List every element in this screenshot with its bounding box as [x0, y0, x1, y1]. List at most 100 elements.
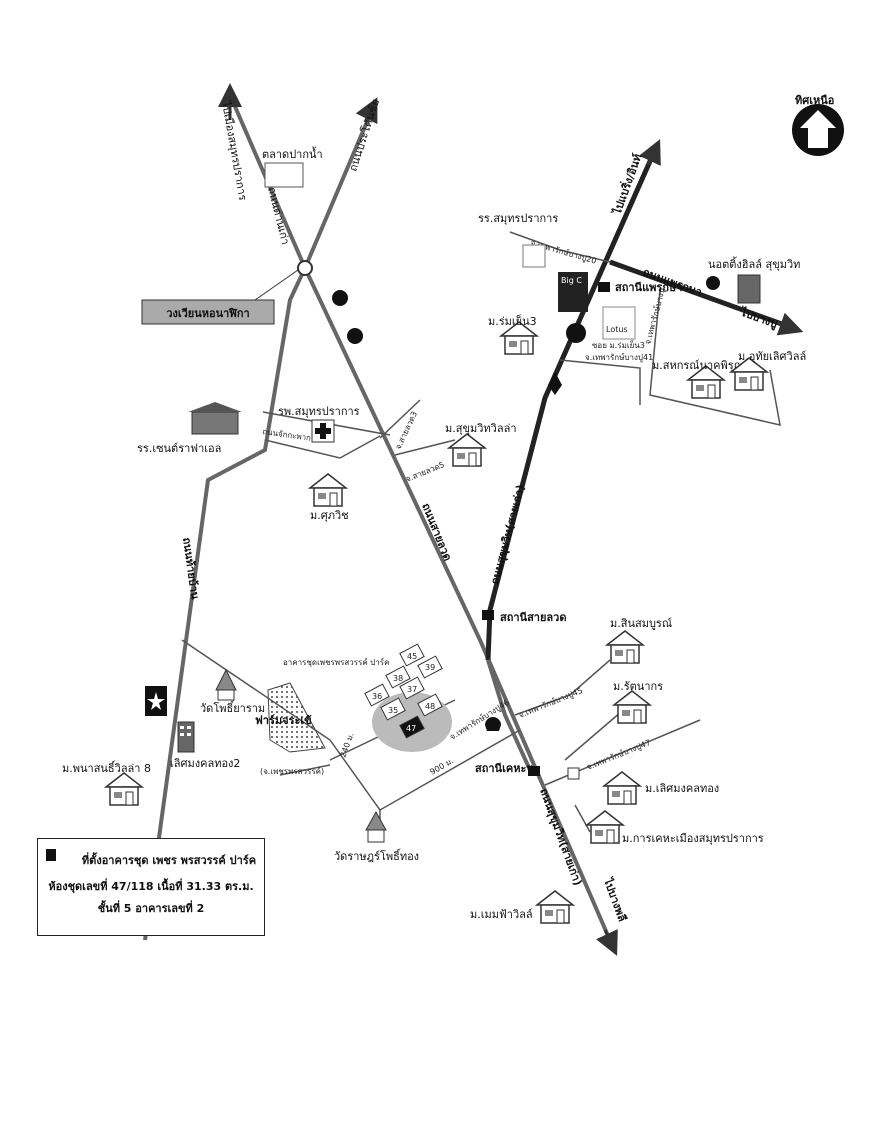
- bank-icon: [567, 767, 580, 780]
- m-sukhumvit-villa-label: ม.สุขุมวิทวิลล่า: [445, 422, 517, 435]
- m-loetmongkhon-label: ม.เลิศมงคลทอง: [645, 782, 719, 795]
- svg-text:37: 37: [407, 685, 417, 694]
- star-icon: [566, 323, 586, 343]
- legend-line3: ชั้นที่ 5 อาคารเลขที่ 2: [97, 902, 205, 915]
- big-c-logo: [558, 272, 588, 312]
- road-hospital-link: [264, 435, 381, 459]
- soi-sailuat3: [379, 399, 421, 439]
- station-keha-label: สถานีเคหะฯ: [475, 762, 533, 775]
- label-thepharak47: จ.เทพารักษ์บางปู47: [585, 737, 652, 773]
- bank-icon: [706, 276, 720, 290]
- lotus-logo: [602, 306, 636, 340]
- house-icon: [105, 772, 143, 806]
- house-icon: [309, 473, 347, 507]
- farm-area: [267, 682, 326, 753]
- house-icon: [603, 771, 641, 805]
- road-sukhumvit-north: [485, 148, 658, 661]
- temple-icon: [365, 810, 387, 843]
- label-sailuat3: จ.สายลวด3: [394, 410, 419, 451]
- svg-text:48: 48: [425, 702, 435, 711]
- house-icon: [613, 690, 651, 724]
- distance-240: 240 ม.: [338, 732, 355, 759]
- soi-thepharak45: [514, 659, 611, 716]
- legend-title: ที่ตั้งอาคารชุด เพชร พรสวรรค์ ปาร์ค: [81, 854, 257, 867]
- distance-900: 900 ม.: [429, 756, 456, 777]
- house-icon: [536, 890, 574, 924]
- station-icon: [598, 282, 610, 292]
- station-icon: [482, 610, 494, 620]
- legend-box: ที่ตั้งอาคารชุด เพชร พรสวรรค์ ปาร์ค ห้อง…: [37, 838, 265, 936]
- bank-icon: [347, 328, 363, 344]
- label-thepharak41: จ.เทพารักษ์บางปู41: [585, 352, 653, 363]
- farm-label: ฟาร์มจระเข้: [255, 714, 312, 727]
- label-thepharak45: จ.เทพารักษ์บางปู45: [517, 685, 584, 721]
- station-sailuat-label: สถานีสายลวด: [500, 611, 566, 624]
- label-sai-luat: ถนนสายลวด: [419, 501, 454, 563]
- label-soi-petch: (จ.เพชรพรสวรรค์): [260, 766, 324, 776]
- road-sukhumvit-mid: [486, 659, 532, 771]
- legend-square-icon: [46, 849, 56, 861]
- project-buildings: 45 39 38 37 36 35 48 47: [364, 643, 443, 739]
- fuel-drop-icon: [548, 372, 562, 395]
- legend-line2: ห้องชุดเลขที่ 47/118 เนื้อที่ 31.33 ตร.ม…: [48, 880, 254, 893]
- m-memfah-label: ม.เมมฟ้าวิลล์: [470, 908, 533, 921]
- m-sinsombun-label: ม.สินสมบูรณ์: [610, 617, 672, 630]
- m-panason-label: ม.พนาสนธิ์วิลล่า 8: [62, 760, 151, 775]
- m-supawit-label: ม.ศุภวิช: [310, 509, 349, 522]
- svg-text:47: 47: [406, 724, 416, 733]
- north-arrow-icon: [792, 104, 844, 156]
- label-thepharak46: จ.เทพารักษ์บางปู46: [448, 697, 512, 742]
- label-to-bangpu: ไปบางปู: [737, 304, 780, 332]
- soi-sailuat5: [394, 439, 456, 456]
- school-samut-label: รร.สมุทรปราการ: [478, 212, 558, 225]
- road-thai-ban: [143, 267, 307, 941]
- station-icon: [528, 766, 540, 776]
- market-box: [264, 162, 304, 188]
- station-phraeksa-label: สถานีแพรกษา: [615, 281, 682, 294]
- hospital-label: รพ.สมุทรปราการ: [278, 405, 360, 418]
- m-loetmongkhon2-label: เลิศมงคลทอง2: [170, 757, 240, 770]
- soi-thepharak41: [559, 359, 641, 405]
- roundabout-box: [141, 299, 275, 325]
- label-sailuat5: จ.สายลวด5: [404, 460, 445, 484]
- road-sai-luat: [303, 267, 614, 946]
- svg-text:35: 35: [388, 706, 398, 715]
- soi-keha: [574, 804, 591, 833]
- market-label: ตลาดปากน้ำ: [262, 146, 323, 161]
- house-icon: [448, 433, 486, 467]
- school-building-icon: [188, 402, 242, 435]
- temple-rat-label: วัดราษฎร์โพธิ์ทอง: [334, 848, 419, 863]
- project-label: อาคารชุดเพชรพรสวรรค์ ปาร์ค: [283, 657, 389, 667]
- label-sukhumvit-south: ถนนสุขุมวิท(สายเก่า): [536, 787, 584, 888]
- north-label: ทิศเหนือ: [795, 94, 834, 107]
- roundabout-icon: [297, 260, 313, 276]
- condo-building-icon: [737, 274, 761, 304]
- condo-building-icon: [177, 721, 195, 753]
- soi-thepharak20: [509, 231, 611, 263]
- svg-text:39: 39: [425, 663, 435, 672]
- m-sahakorn-label: ม.สหกรณ์นาคพิรุณ: [652, 359, 744, 372]
- shell-icon: [485, 717, 501, 731]
- condo-sukhumvit-label: นอตติ้งฮิลล์ สุขุมวิท: [708, 256, 800, 271]
- road-phraeksa: [609, 259, 791, 330]
- svg-text:38: 38: [393, 674, 403, 683]
- roundabout-label: วงเวียนหอนาฬิกา: [166, 307, 249, 320]
- svg-text:45: 45: [407, 652, 417, 661]
- school-raphael-label: รร.เซนต์ราฟาเอล: [137, 442, 221, 455]
- bank-icon: [332, 290, 348, 306]
- m-chaiyaloet-label: ม.อุทัยเลิศวิลล์: [738, 350, 806, 363]
- soi-petch-west: [279, 764, 331, 776]
- label-prakhon-chai: ถนนประโคนชัย: [346, 97, 383, 173]
- svg-text:36: 36: [372, 692, 382, 701]
- school-samut-box: [522, 244, 546, 268]
- soi-petch: [181, 639, 521, 811]
- temple-icon: [215, 668, 237, 701]
- road-prakhon-chai: [303, 109, 374, 269]
- svg-text:Lotus: Lotus: [606, 325, 628, 334]
- house-icon: [586, 810, 624, 844]
- m-romyen3-label: ม.ร่มเย็น3: [488, 314, 537, 328]
- label-soi-romyen: ซอย ม.ร่มเย็น3: [592, 340, 645, 350]
- soi-thepharak-a: [649, 289, 781, 426]
- m-rattanakorn-label: ม.รัตนากร: [613, 680, 663, 693]
